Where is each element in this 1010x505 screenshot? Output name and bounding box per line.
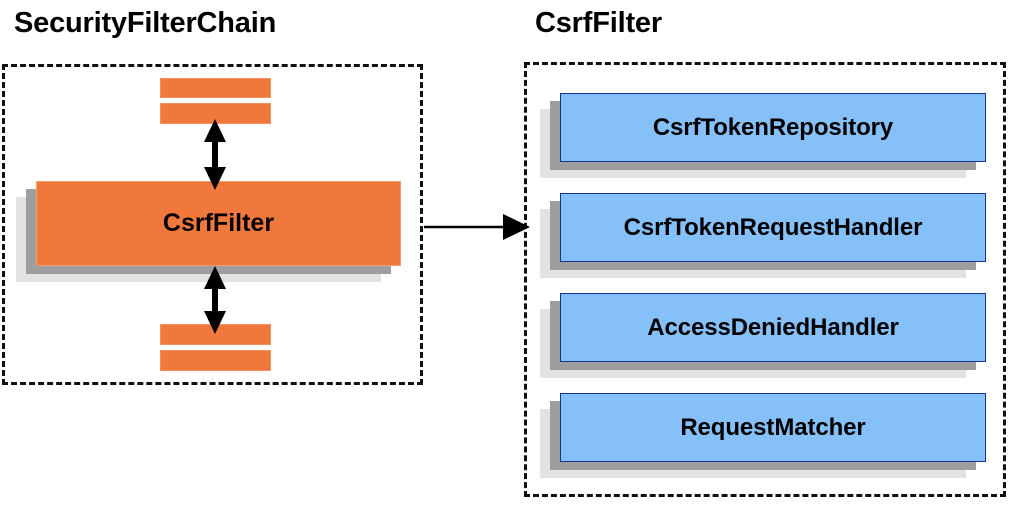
csrffilter-card[interactable]: CsrfFilter	[36, 181, 401, 266]
filter-bar-top-2	[160, 103, 271, 124]
filter-bar-bottom-1	[160, 324, 271, 345]
csrffilter-card-label: CsrfFilter	[162, 209, 275, 237]
filter-bar-bottom-2	[160, 350, 271, 371]
panel-title-csrf-filter: CsrfFilter	[535, 7, 662, 39]
collaborator-card-label: RequestMatcher	[680, 413, 866, 441]
csrf-filter-container	[524, 62, 1006, 497]
collaborator-card-label: CsrfTokenRepository	[652, 113, 894, 141]
collaborator-card-label: CsrfTokenRequestHandler	[623, 213, 923, 241]
chain-to-filter-arrow	[424, 214, 530, 240]
filter-bar-top-1	[160, 78, 271, 98]
collaborator-card-requestmatcher[interactable]: RequestMatcher	[560, 393, 986, 462]
collaborator-card-label: AccessDeniedHandler	[647, 313, 899, 341]
panel-title-security-filter-chain: SecurityFilterChain	[14, 7, 277, 39]
security-filter-chain-container	[2, 64, 423, 385]
collaborator-card-csrftokenrequesthandler[interactable]: CsrfTokenRequestHandler	[560, 193, 986, 262]
collaborator-card-csrftokenrepository[interactable]: CsrfTokenRepository	[560, 93, 986, 162]
collaborator-card-accessdeniedhandler[interactable]: AccessDeniedHandler	[560, 293, 986, 362]
